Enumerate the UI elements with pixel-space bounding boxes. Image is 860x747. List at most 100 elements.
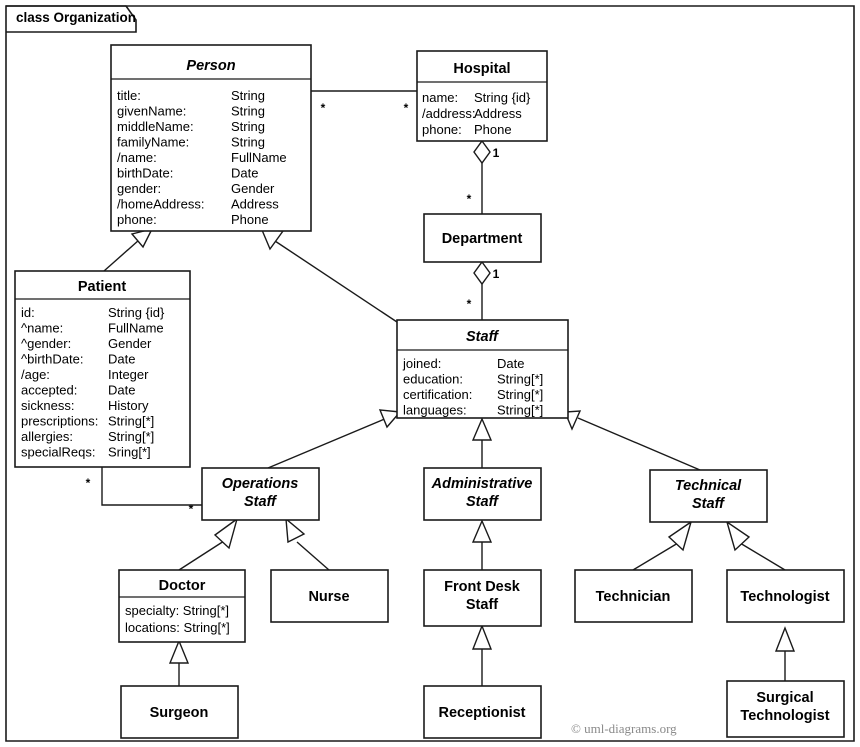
gen-administrative-staff-arrow [471, 417, 493, 441]
mult-person-hospital-right: * [404, 101, 409, 115]
class-box-staff[interactable]: Staff joined: Date education: String[*] … [396, 319, 569, 419]
class-box-department[interactable]: Department [423, 213, 542, 263]
diagram-frame-border [5, 5, 855, 742]
class-name-operations-staff-line1: Operations [222, 476, 299, 492]
attr-type: Integer [108, 367, 149, 382]
class-name-patient: Patient [78, 279, 127, 295]
gen-doctor-operations-arrow [213, 517, 239, 550]
attr-type: String {id} [108, 305, 165, 320]
gen-technologist-technical-line [739, 542, 786, 571]
gen-surgtech-technologist-arrow [774, 626, 796, 652]
frame-label: class Organization [16, 10, 136, 25]
attr-type: String[*] [497, 403, 543, 418]
mult-hospital-department-one: 1 [493, 146, 500, 160]
attr-name: accepted: [21, 383, 77, 398]
mult-person-hospital-left: * [321, 101, 326, 115]
attr-name: /name: [117, 150, 157, 165]
gen-staff-person-arrow [260, 229, 285, 251]
class-box-receptionist[interactable]: Receptionist [423, 685, 542, 739]
attr-type: Date [497, 356, 524, 371]
attr-name: /address: [422, 106, 475, 121]
copyright-credit: © uml-diagrams.org [571, 721, 677, 736]
class-box-technologist[interactable]: Technologist [726, 569, 845, 623]
attr-name: allergies: [21, 429, 73, 444]
attr-type: History [108, 398, 149, 413]
class-box-doctor[interactable]: Doctor specialty: String[*] locations: S… [118, 569, 246, 643]
gen-nurse-operations-arrow [285, 517, 306, 544]
attr-name: ^gender: [21, 336, 71, 351]
class-box-operations-staff[interactable]: Operations Staff [201, 467, 320, 521]
attr-type: Gender [231, 181, 275, 196]
class-box-front-desk-staff[interactable]: Front Desk Staff [423, 569, 542, 627]
attr-type: String [231, 135, 265, 150]
gen-frontdesk-administrative-arrow [471, 519, 493, 543]
gen-nurse-operations-line [296, 541, 330, 571]
class-box-person[interactable]: Person title: String givenName: String m… [110, 44, 312, 232]
attr-type: String [231, 119, 265, 134]
class-name-department: Department [442, 231, 523, 247]
attr-type: String[*] [108, 429, 154, 444]
class-name-administrative-staff-line2: Staff [466, 494, 500, 510]
class-name-staff: Staff [466, 329, 500, 345]
class-name-nurse: Nurse [308, 589, 349, 605]
attr-name: name: [422, 90, 458, 105]
attr-name: phone: [422, 122, 462, 137]
class-name-administrative-staff-line1: Administrative [431, 476, 533, 492]
attr-name: id: [21, 305, 35, 320]
attr-name: phone: [117, 212, 157, 227]
class-box-patient[interactable]: Patient id: String {id} ^name: FullName … [14, 270, 191, 468]
gen-operations-staff-line [267, 417, 388, 469]
attr-name: ^name: [21, 321, 63, 336]
class-box-administrative-staff[interactable]: Administrative Staff [423, 467, 542, 521]
class-name-surgical-technologist-line1: Surgical [756, 690, 813, 706]
attr-name: prescriptions: [21, 414, 98, 429]
class-name-person: Person [186, 58, 235, 74]
class-name-operations-staff-line2: Staff [244, 494, 278, 510]
gen-receptionist-frontdesk-arrow [471, 624, 493, 650]
class-box-technician[interactable]: Technician [574, 569, 693, 623]
gen-technician-technical-arrow [667, 520, 693, 552]
class-name-receptionist: Receptionist [438, 705, 525, 721]
class-name-technical-staff-line2: Staff [692, 496, 726, 512]
attr-name: birthDate: [117, 166, 173, 181]
mult-hospital-department-many: * [467, 192, 472, 206]
mult-patient-ops-left: * [86, 476, 91, 490]
class-box-surgeon[interactable]: Surgeon [120, 685, 239, 739]
aggregation-department-diamond [473, 260, 491, 286]
gen-staff-person-line [274, 240, 398, 323]
assoc-patient-operations-staff [101, 467, 202, 506]
attr-name: certification: [403, 387, 472, 402]
class-name-surgeon: Surgeon [150, 705, 209, 721]
attr-type: FullName [231, 150, 287, 165]
class-box-hospital[interactable]: Hospital name: String {id} /address: Add… [416, 50, 548, 142]
attr-name: education: [403, 372, 463, 387]
attr-type: String[*] [108, 414, 154, 429]
attr-name: /age: [21, 367, 50, 382]
attr-name: locations: String[*] [125, 620, 230, 635]
attr-name: givenName: [117, 104, 186, 119]
class-box-surgical-technologist[interactable]: Surgical Technologist [726, 680, 845, 738]
gen-technologist-technical-arrow [725, 520, 751, 552]
class-name-front-desk-staff-line2: Staff [466, 597, 498, 613]
attr-name: sickness: [21, 398, 74, 413]
attr-type: String[*] [497, 387, 543, 402]
attr-name: specialReqs: [21, 445, 95, 460]
attr-type: Phone [231, 212, 269, 227]
gen-technical-staff-line [577, 417, 701, 471]
class-name-front-desk-staff-line1: Front Desk [444, 579, 521, 595]
attr-name: familyName: [117, 135, 189, 150]
attr-type: Phone [474, 122, 512, 137]
class-box-nurse[interactable]: Nurse [270, 569, 389, 623]
attr-type: String[*] [497, 372, 543, 387]
diagram-frame-tab [6, 5, 137, 33]
class-name-technologist: Technologist [740, 589, 829, 605]
aggregation-hospital-diamond [473, 139, 491, 165]
attr-name: specialty: String[*] [125, 603, 229, 618]
attr-type: String [231, 104, 265, 119]
gen-surgeon-doctor-arrow [168, 639, 190, 664]
attr-type: Address [474, 106, 522, 121]
class-box-technical-staff[interactable]: Technical Staff [649, 469, 768, 523]
attr-type: Date [108, 383, 135, 398]
attr-type: FullName [108, 321, 164, 336]
attr-name: middleName: [117, 119, 194, 134]
